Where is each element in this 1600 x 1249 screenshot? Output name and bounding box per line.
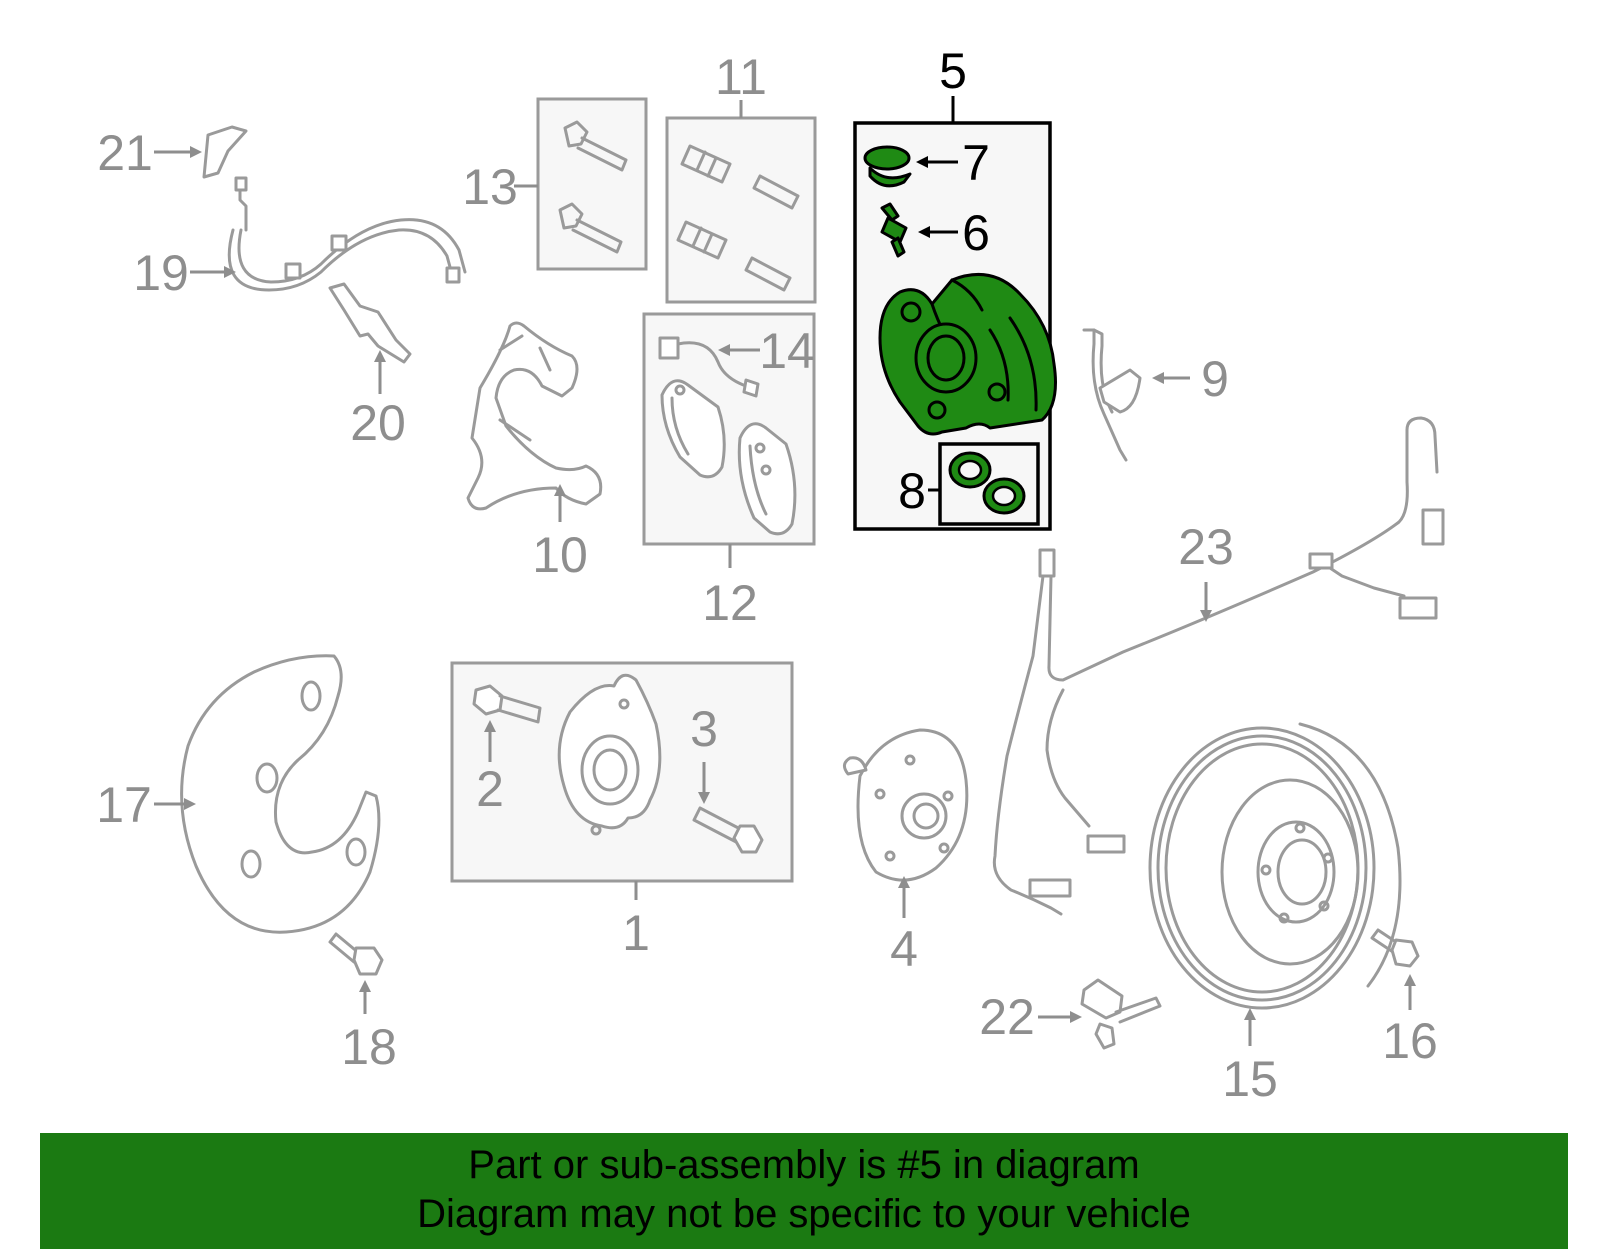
wheel-speed-sensor xyxy=(1080,978,1162,1050)
callout-5: 5 xyxy=(939,43,967,99)
hub-bolt xyxy=(472,684,542,724)
callout-4: 4 xyxy=(890,921,918,977)
group-box-11 xyxy=(665,116,817,304)
splash-shield xyxy=(180,654,381,934)
callout-13: 13 xyxy=(462,159,518,215)
callout-10: 10 xyxy=(532,527,588,583)
brake-caliper xyxy=(878,272,1057,436)
guide-pins xyxy=(676,144,800,292)
brake-rotor xyxy=(1148,722,1402,1010)
callout-8: 8 xyxy=(898,463,926,519)
abs-sensor-harness xyxy=(992,416,1445,916)
callout-9: 9 xyxy=(1201,351,1229,407)
group-box-13 xyxy=(536,97,648,271)
hose-bracket xyxy=(328,282,412,364)
piston-seals xyxy=(948,451,1026,515)
bleeder-screw xyxy=(880,202,908,258)
callout-18: 18 xyxy=(341,1019,397,1075)
caliper-bracket xyxy=(466,321,603,511)
sensor-bracket xyxy=(1082,328,1142,462)
callout-22: 22 xyxy=(979,989,1035,1045)
callout-11: 11 xyxy=(715,49,767,105)
callout-16: 16 xyxy=(1382,1013,1438,1069)
axle-bolt xyxy=(692,806,764,854)
leader-arrows xyxy=(154,146,1416,1046)
callout-14: 14 xyxy=(759,323,815,379)
splash-shield-holes xyxy=(240,680,367,879)
brake-hose xyxy=(227,176,467,292)
rotor-screw xyxy=(1370,928,1420,968)
callout-20: 20 xyxy=(350,395,406,451)
wheel-hub xyxy=(843,728,969,882)
banner-line-2: Diagram may not be specific to your vehi… xyxy=(417,1192,1191,1236)
brake-pads xyxy=(660,379,797,536)
callout-3: 3 xyxy=(690,701,718,757)
callout-7: 7 xyxy=(962,135,990,191)
dust-cap xyxy=(863,145,912,188)
callout-6: 6 xyxy=(962,205,990,261)
callout-23: 23 xyxy=(1178,519,1234,575)
wear-sensor xyxy=(658,336,760,398)
wheel-bearing xyxy=(557,673,662,836)
leader-arrows-highlighted xyxy=(916,156,958,238)
callout-1: 1 xyxy=(622,905,650,961)
callout-19: 19 xyxy=(133,245,189,301)
callout-12: 12 xyxy=(702,575,758,631)
callout-2: 2 xyxy=(476,761,504,817)
clip-bracket xyxy=(202,125,248,179)
banner-line-1: Part or sub-assembly is #5 in diagram xyxy=(468,1143,1140,1187)
callout-21: 21 xyxy=(97,125,153,181)
callout-17: 17 xyxy=(96,777,152,833)
callout-15: 15 xyxy=(1222,1051,1278,1107)
shield-bolt xyxy=(328,932,384,976)
caliper-bolts xyxy=(558,120,628,254)
info-banner: Part or sub-assembly is #5 in diagram Di… xyxy=(40,1133,1568,1249)
